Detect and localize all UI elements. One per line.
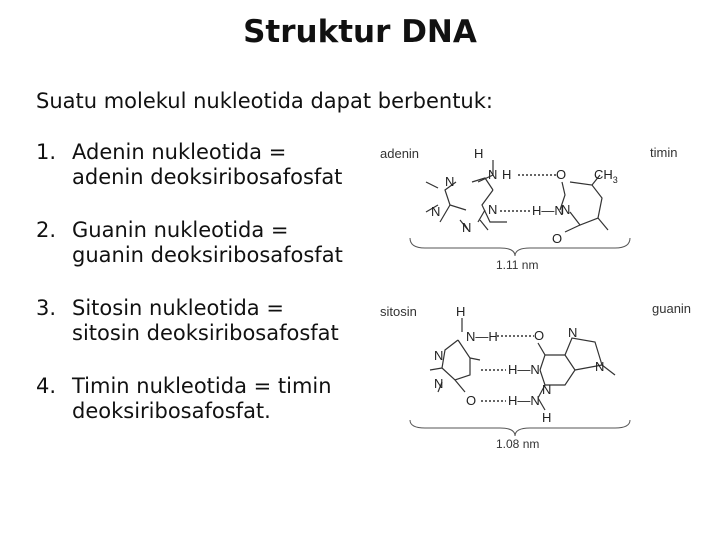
atom-n: N [434,348,443,363]
width-measurement: 1.11 nm [496,258,538,272]
atom-o: O [556,167,566,182]
atom-n: N [462,220,471,235]
list-line: deoksiribosafosfat. [72,399,271,423]
atom-n: N [542,382,551,397]
list-number: 2. [36,218,57,242]
adenine-thymine-pair: adenin timin H N N N N N H H—N [380,145,677,272]
atom-n: N [434,376,443,391]
list-number: 3. [36,296,57,320]
atom-h-n: H—N [508,393,540,408]
width-measurement: 1.08 nm [496,437,539,451]
adenine-structure [425,160,507,231]
list-item: 4. Timin nukleotida = timin deoksiribosa… [36,374,376,424]
atom-h: H [474,146,483,161]
atom-h: H [542,410,551,425]
adenine-label: adenin [380,146,419,161]
atom-n: N [595,359,604,374]
guanine-label: guanin [652,301,691,316]
width-brace [409,419,631,437]
list-line: sitosin deoksiribosafosfat [72,321,339,345]
thymine-structure [559,174,609,233]
width-brace [409,237,631,257]
guanine-structure [537,337,616,411]
list-line: adenin deoksiribosafosfat [72,165,343,189]
list-item: 2. Guanin nukleotida = guanin deoksiribo… [36,218,376,268]
thymine-label: timin [650,145,677,160]
list-item: 1. Adenin nukleotida = adenin deoksiribo… [36,140,376,190]
slide-title: Struktur DNA [243,14,477,50]
intro-text: Suatu molekul nukleotida dapat berbentuk… [36,89,493,113]
atom-n: N [445,174,454,189]
atom-o: O [552,231,562,246]
atom-n-h: N—H [466,329,498,344]
list-line: Adenin nukleotida = [72,140,287,164]
atom-h: H [456,304,465,319]
list-number: 1. [36,140,57,164]
atom-n: N [488,167,497,182]
list-line: guanin deoksiribosafosfat [72,243,343,267]
atom-h-n: H—N [508,362,540,377]
atom-h-n: H—N [532,203,564,218]
atom-o: O [534,328,544,343]
base-pair-diagram: adenin timin H N N N N N H H—N [380,145,691,451]
list-line: Timin nukleotida = timin [72,374,332,398]
atom-o: O [466,393,476,408]
cytosine-label: sitosin [380,304,417,319]
nucleotide-list: 1. Adenin nukleotida = adenin deoksiribo… [36,140,376,452]
atom-n: N [488,202,497,217]
atom-h: H [502,167,511,182]
list-line: Guanin nukleotida = [72,218,289,242]
list-line: Sitosin nukleotida = [72,296,284,320]
list-item: 3. Sitosin nukleotida = sitosin deoksiri… [36,296,376,346]
cytosine-guanine-pair: sitosin guanin H N—H N N O H—N H—N [380,301,691,451]
atom-n: N [568,325,577,340]
atom-n: N [561,202,570,217]
cytosine-structure [429,318,481,393]
methyl-group: CH3 [594,167,618,185]
atom-n: N [431,204,440,219]
list-number: 4. [36,374,57,398]
